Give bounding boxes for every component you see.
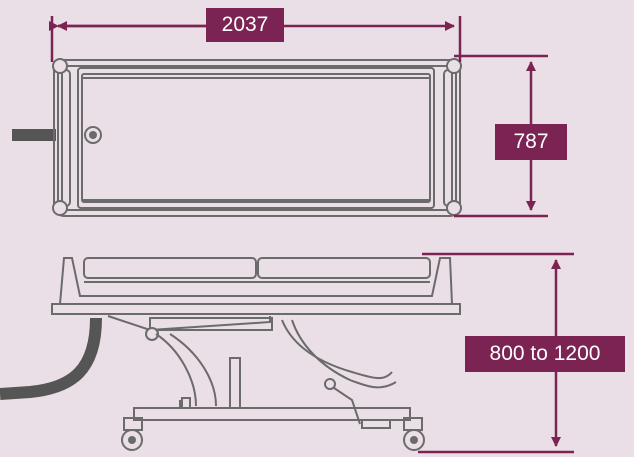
height-dimension bbox=[418, 252, 574, 454]
depth-dimension bbox=[454, 54, 548, 218]
width-dimension-label: 2037 bbox=[206, 8, 284, 42]
height-dimension-label: 800 to 1200 bbox=[465, 336, 625, 372]
drain-hose-top bbox=[12, 129, 56, 141]
bed-top-view bbox=[12, 58, 462, 217]
width-dimension bbox=[49, 16, 462, 62]
bed-side-view bbox=[0, 257, 461, 451]
drain-hose-side bbox=[0, 317, 102, 400]
depth-dimension-label: 787 bbox=[495, 124, 567, 160]
